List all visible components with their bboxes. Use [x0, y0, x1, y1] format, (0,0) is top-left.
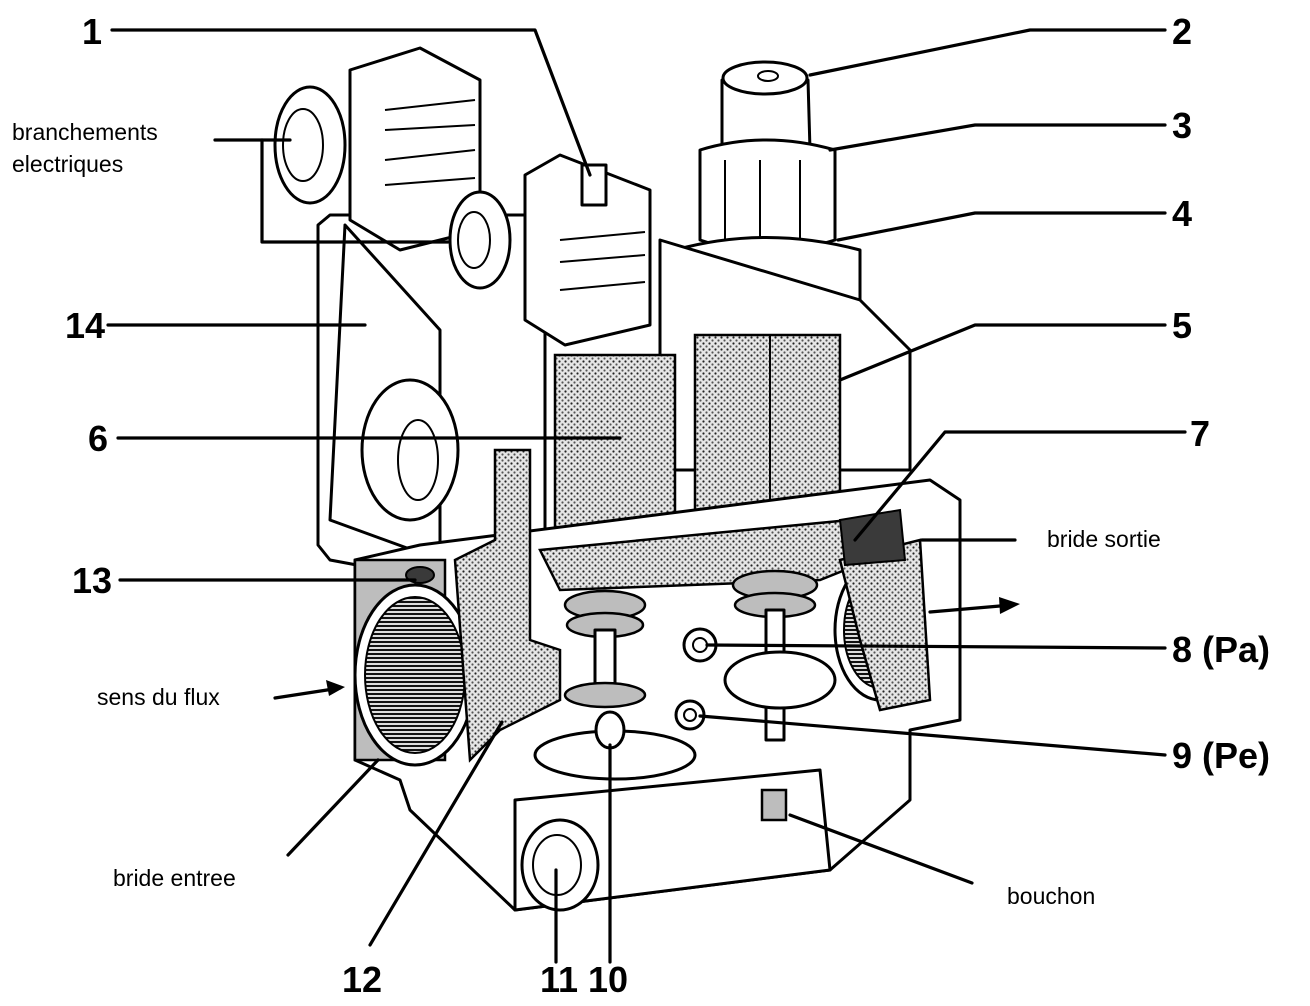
leader-7 — [853, 430, 1187, 542]
callout-13: 13 — [72, 560, 112, 601]
leader-9 — [698, 714, 1167, 757]
callout-7: 7 — [1190, 413, 1210, 454]
callout-2: 2 — [1172, 11, 1192, 52]
leader-bride-entree — [286, 758, 380, 857]
callout-6: 6 — [88, 418, 108, 459]
callout-4: 4 — [1172, 193, 1192, 234]
bouchon-plug — [760, 788, 788, 822]
inlet-passage — [453, 448, 562, 763]
callout-numbers: 1 2 3 4 5 6 7 8 (Pa) 9 (Pe) 10 11 12 13 … — [65, 11, 1270, 1000]
label-bride-sortie: bride sortie — [1047, 526, 1161, 552]
valve-seat-right — [723, 650, 837, 710]
label-bouchon: bouchon — [1007, 883, 1095, 909]
adjust-nut — [698, 138, 837, 253]
side-coil-hole — [397, 419, 439, 501]
callout-8: 8 (Pa) — [1172, 629, 1270, 670]
electrical-connector-front — [448, 153, 652, 347]
leader-lines — [106, 28, 1187, 964]
callout-10: 10 — [588, 959, 628, 1000]
leader-1 — [110, 28, 592, 177]
text-labels: branchements electriques bride sortie se… — [12, 119, 1161, 909]
valve-disc-left — [563, 681, 647, 709]
leader-8 — [705, 643, 1167, 650]
leader-12 — [368, 720, 504, 947]
leader-bouchon — [788, 813, 974, 885]
connector-pin — [580, 163, 608, 207]
label-electriques: electriques — [12, 151, 123, 177]
leader-2 — [808, 28, 1167, 77]
outlet-passage — [838, 538, 932, 712]
label-branchements: branchements — [12, 119, 158, 145]
valve-drawing — [273, 46, 1020, 912]
leader-4 — [836, 211, 1167, 242]
callout-3: 3 — [1172, 105, 1192, 146]
label-bride-entree: bride entree — [113, 865, 236, 891]
leader-branchements-low — [213, 138, 450, 244]
callout-9: 9 (Pe) — [1172, 735, 1270, 776]
callout-12: 12 — [342, 959, 382, 1000]
callout-14: 14 — [65, 305, 105, 346]
electrical-connector-rear — [273, 46, 482, 252]
leader-5 — [838, 323, 1167, 382]
callout-1: 1 — [82, 11, 102, 52]
callout-5: 5 — [1172, 305, 1192, 346]
lever-pivot — [838, 508, 907, 567]
label-sens-du-flux: sens du flux — [97, 684, 220, 710]
inlet-thread — [364, 596, 466, 754]
callout-11: 11 — [540, 959, 578, 1000]
side-coil-cap — [360, 378, 460, 522]
leader-3 — [828, 123, 1167, 152]
